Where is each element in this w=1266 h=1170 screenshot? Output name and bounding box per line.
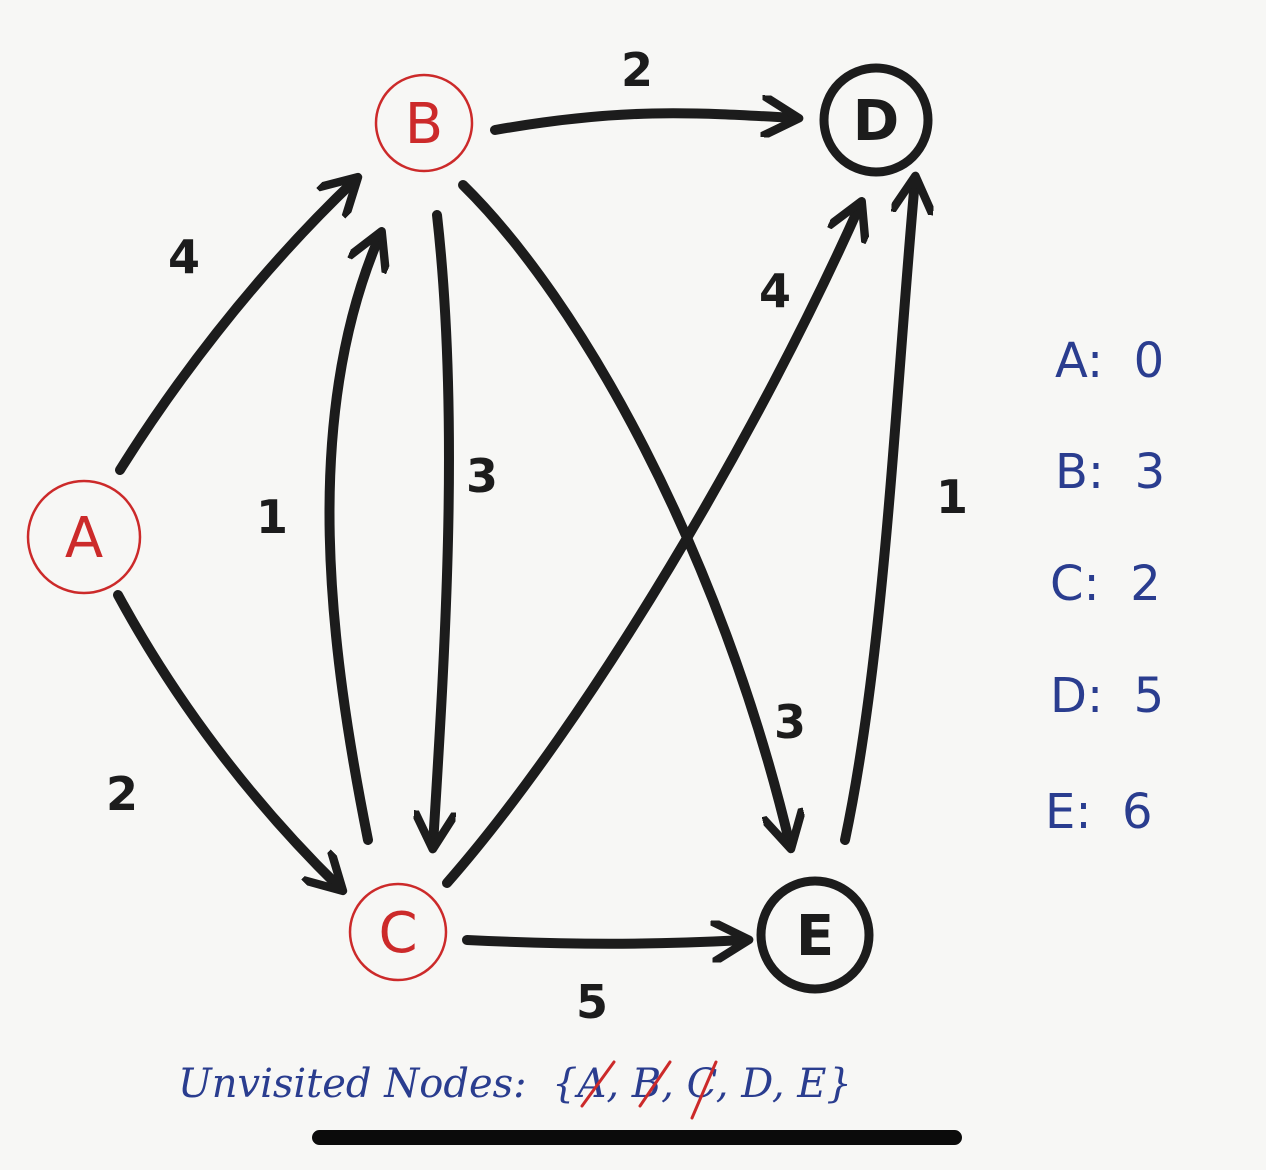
edge-c-e xyxy=(462,940,745,944)
node-e-label: E xyxy=(796,904,834,969)
home-indicator[interactable] xyxy=(312,1130,962,1145)
node-c-label: C xyxy=(378,901,417,966)
unvisited-nodes: Unvisited Nodes: {A, B, C, D, E} xyxy=(178,1060,852,1120)
node-b-label: B xyxy=(405,92,443,157)
distance-d: D: 5 xyxy=(1050,668,1164,724)
node-b: B xyxy=(374,73,474,173)
node-d: D xyxy=(819,63,933,177)
edge-b-e xyxy=(458,180,790,845)
weight-a-b: 4 xyxy=(168,230,200,284)
node-c: C xyxy=(348,882,448,982)
weight-a-c: 2 xyxy=(106,767,138,821)
strike-a xyxy=(580,1060,616,1108)
node-e: E xyxy=(756,876,874,994)
strike-b xyxy=(638,1060,672,1108)
distance-c: C: 2 xyxy=(1050,556,1161,612)
weight-c-e: 5 xyxy=(576,975,608,1029)
edge-e-d xyxy=(840,180,915,845)
node-a: A xyxy=(26,479,142,595)
edge-c-d xyxy=(442,205,860,888)
weight-b-e: 3 xyxy=(774,695,806,749)
node-d-label: D xyxy=(853,89,899,154)
distance-b: B: 3 xyxy=(1055,444,1165,500)
distance-table: A: 0 B: 3 C: 2 D: 5 E: 6 xyxy=(1045,333,1165,840)
edge-b-d xyxy=(490,113,795,130)
unvisited-label: Unvisited Nodes: xyxy=(178,1061,527,1107)
distance-a: A: 0 xyxy=(1055,333,1164,389)
edge-a-c xyxy=(113,590,340,888)
edge-a-b xyxy=(115,180,355,475)
node-a-label: A xyxy=(65,506,103,571)
strike-c xyxy=(690,1060,718,1120)
weight-e-d: 1 xyxy=(936,470,968,524)
edge-c-b xyxy=(324,235,380,845)
weight-b-d: 2 xyxy=(621,43,653,97)
edge-b-c xyxy=(433,210,449,845)
distance-e: E: 6 xyxy=(1045,784,1153,840)
weight-b-c: 3 xyxy=(466,449,498,503)
weight-c-d: 4 xyxy=(759,264,791,318)
weight-c-b: 1 xyxy=(256,490,288,544)
unvisited-set: {A, B, C, D, E} xyxy=(552,1061,852,1107)
